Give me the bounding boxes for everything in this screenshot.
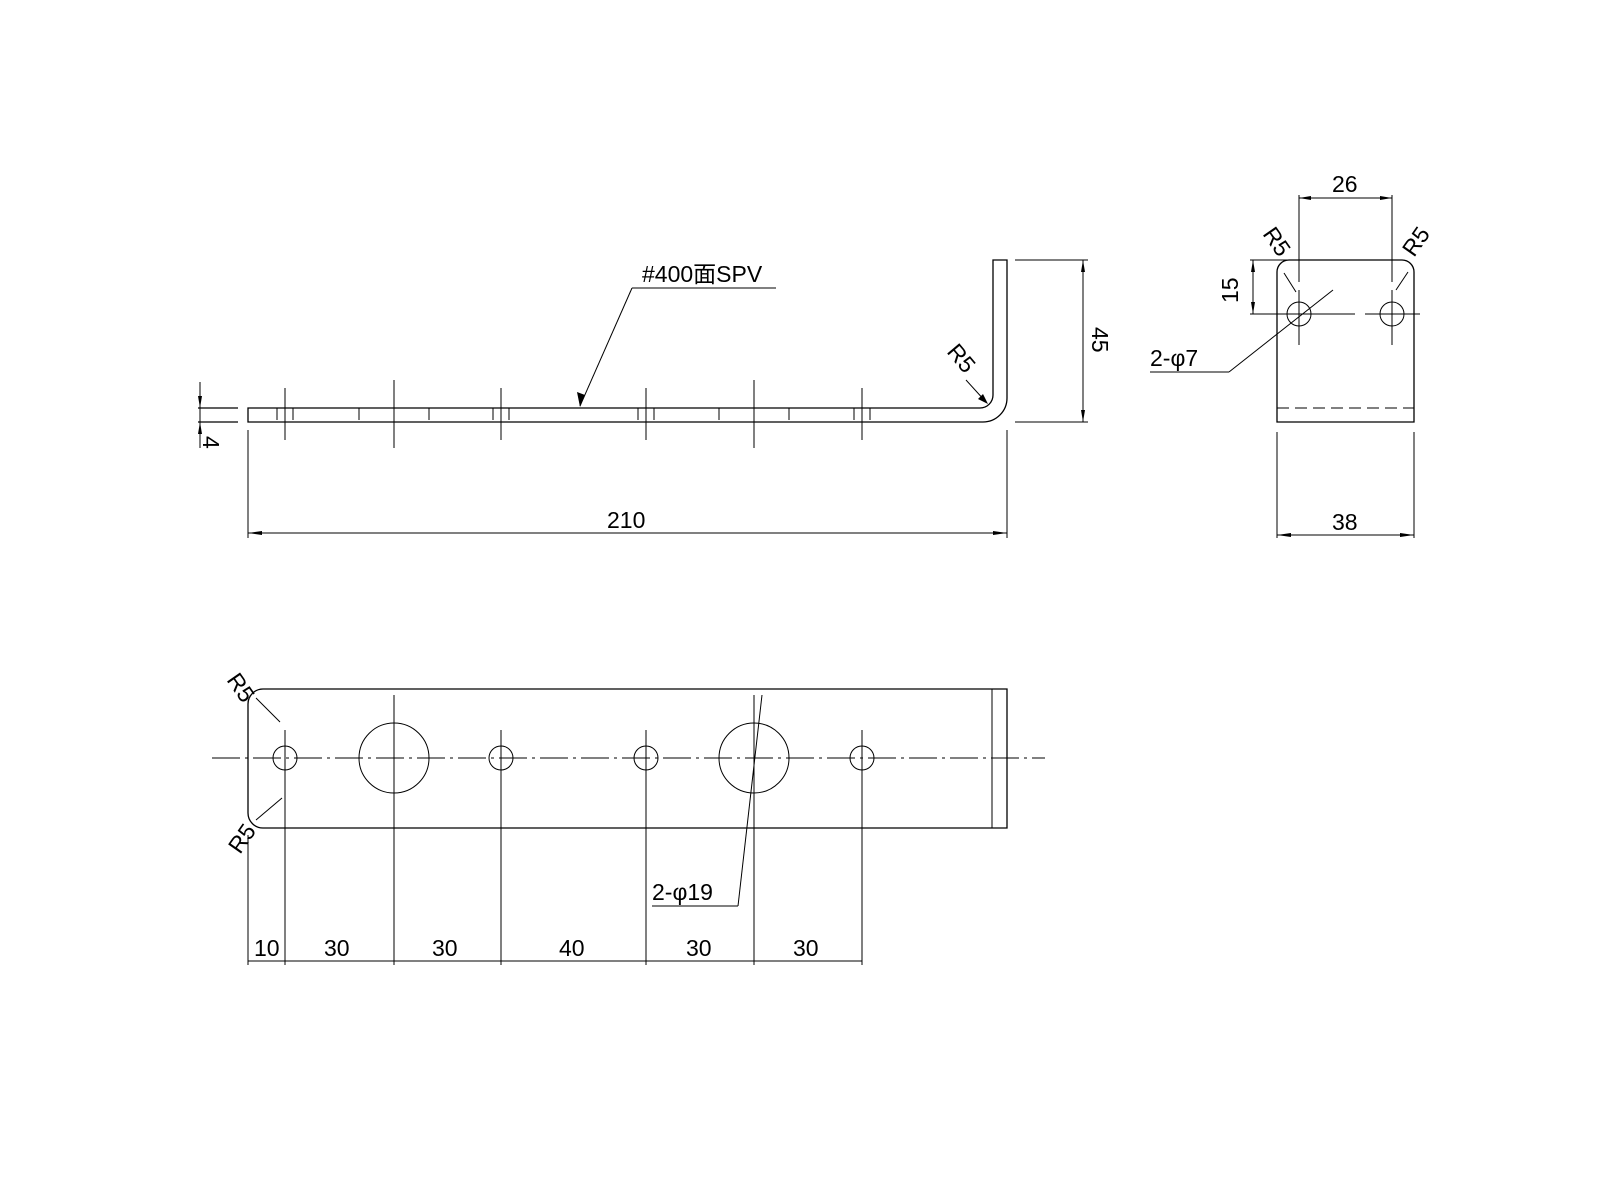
pitch-dim: 30 [793, 935, 819, 961]
bracket-profile [247, 259, 1008, 423]
width-dim: 38 [1332, 509, 1358, 535]
hidden-hole-lines [276, 408, 871, 422]
hole-callout-small: 2-φ7 [1150, 345, 1198, 371]
thickness-dim: 4 [198, 436, 224, 449]
height-dim: 45 [1087, 327, 1113, 353]
finish-note: #400面SPV [642, 261, 763, 287]
corner-radius-right: R5 [1397, 222, 1435, 261]
hole-offset-dim: 15 [1217, 277, 1243, 303]
bend-radius-label: R5 [942, 339, 981, 378]
pitch-dim: 40 [559, 935, 585, 961]
length-dim: 210 [607, 507, 645, 533]
plan-view: 10 30 30 40 30 30 R5 R5 2-φ19 [212, 668, 1045, 965]
pitch-dim: 30 [324, 935, 350, 961]
hole-centerlines [284, 380, 863, 448]
plan-outline [247, 688, 1008, 829]
end-profile [1276, 259, 1415, 423]
pitch-dim: 30 [432, 935, 458, 961]
hole-callout-large: 2-φ19 [652, 879, 713, 905]
pitch-dim: 30 [686, 935, 712, 961]
side-view: #400面SPV R5 45 4 210 [198, 259, 1113, 538]
corner-radius-left: R5 [1258, 222, 1296, 261]
end-view: 26 15 38 R5 R5 2-φ7 [1150, 171, 1435, 538]
pitch-extension-lines [247, 695, 863, 965]
hole-spacing-dim: 26 [1332, 171, 1358, 197]
pitch-dim: 10 [254, 935, 280, 961]
corner-radius-top: R5 [222, 668, 260, 707]
corner-radius-bottom: R5 [223, 819, 261, 858]
